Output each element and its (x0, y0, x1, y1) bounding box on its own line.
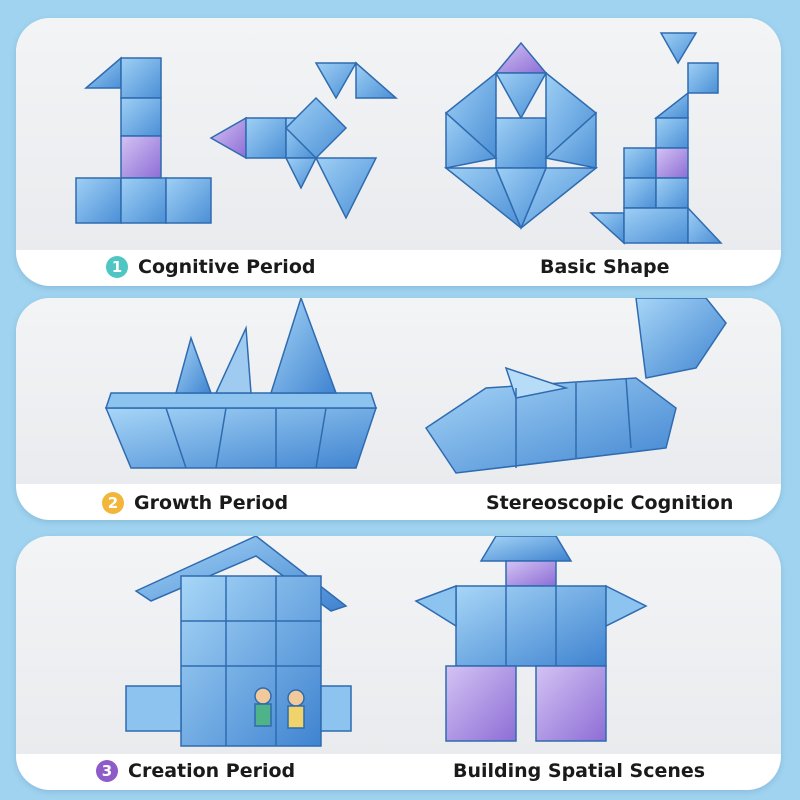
whale-shape (424, 298, 727, 474)
number-one-shape (75, 56, 212, 224)
stereoscopic-illustration (104, 298, 727, 474)
step-badge-2: 2 (102, 492, 124, 514)
growth-period-caption: 2 Growth Period (102, 492, 288, 514)
panel-creation-period: 3 Creation Period Building Spatial Scene… (16, 536, 781, 790)
cognitive-period-label: Cognitive Period (138, 256, 316, 278)
animal-shape (209, 61, 398, 220)
boat-shape (104, 298, 378, 469)
bird-shape (589, 32, 723, 245)
panel-cognitive-period: 1 Cognitive Period Basic Shape (16, 18, 781, 286)
building-spatial-scenes-label: Building Spatial Scenes (453, 760, 706, 782)
step-badge-1: 1 (106, 256, 128, 278)
basic-shape-label: Basic Shape (540, 256, 670, 278)
creation-period-label: Creation Period (128, 760, 296, 782)
spatial-scenes-photo (16, 536, 781, 754)
creation-period-caption: 3 Creation Period (96, 760, 295, 782)
heart-shape (443, 41, 599, 230)
stereoscopic-cognition-label: Stereoscopic Cognition (486, 492, 734, 514)
house-shape (125, 536, 352, 747)
step-badge-3: 3 (96, 760, 118, 782)
robot-shape (414, 536, 648, 742)
cognitive-period-caption: 1 Cognitive Period (106, 256, 315, 278)
basic-shape-photo (16, 18, 781, 250)
basic-shapes-illustration (75, 32, 723, 245)
stereoscopic-photo (16, 298, 781, 484)
growth-period-label: Growth Period (134, 492, 289, 514)
panel-growth-period: 2 Growth Period Stereoscopic Cognition (16, 298, 781, 520)
spatial-scenes-illustration (125, 536, 648, 747)
